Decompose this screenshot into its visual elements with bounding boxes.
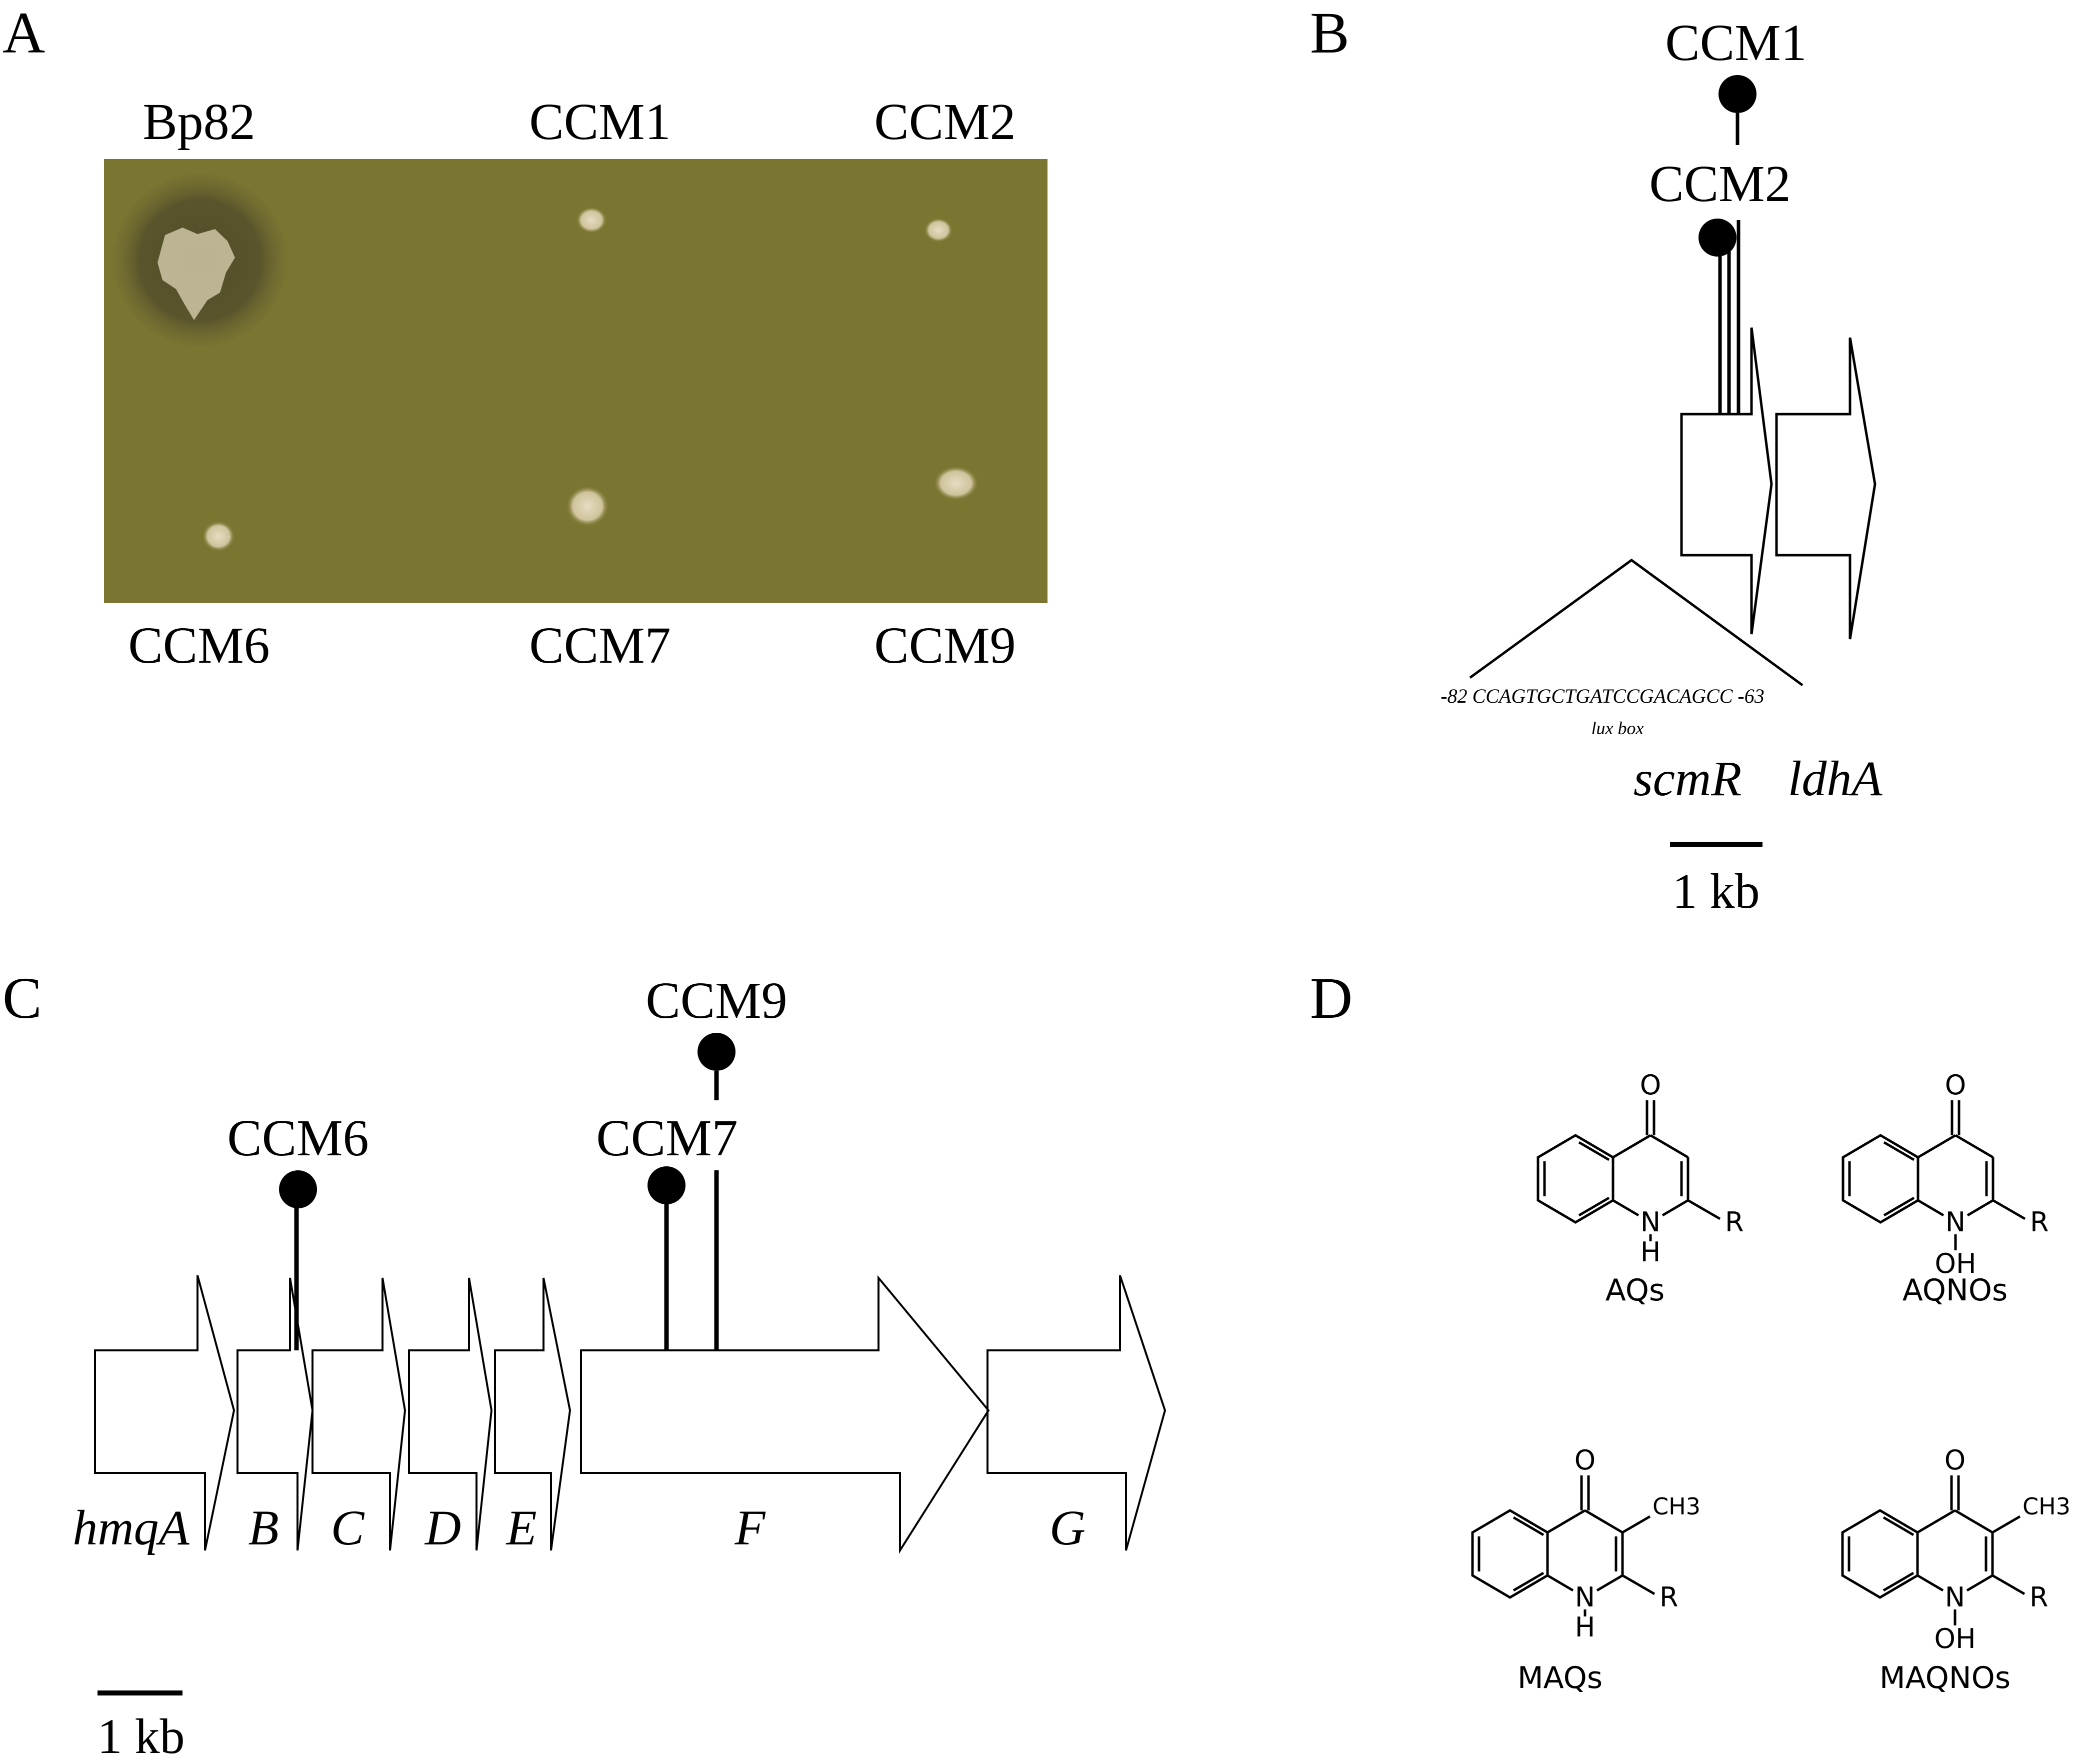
structure-label-aq: AQs (1606, 1273, 1664, 1308)
atom-ch3: CH3 (1652, 1493, 1700, 1520)
insertion-label-ccm9: CCM9 (646, 972, 787, 1029)
lux-box-label: lux box (1592, 718, 1644, 738)
atom-r: R (1725, 1206, 1744, 1238)
insertion-label-ccm7: CCM7 (596, 1109, 738, 1167)
atom-r: R (2030, 1206, 2049, 1238)
gene-label-hmqD: D (424, 1500, 461, 1555)
atom-n: N (1945, 1581, 1965, 1613)
structure-maqno: O CH3 N OH R MAQNOs (1842, 1444, 2070, 1695)
gene-label-scmR: scmR (1634, 751, 1742, 806)
gene-arrow-scmR (1682, 328, 1772, 634)
colony-ccm1 (576, 207, 606, 233)
atom-n: N (1575, 1581, 1595, 1613)
insertion-label-ccm2: CCM2 (1649, 155, 1790, 213)
gene-arrow-ldhA (1776, 338, 1875, 639)
colony-ccm6 (202, 521, 234, 551)
colony-ccm9 (934, 466, 978, 500)
panel-d-letter: D (1310, 965, 1352, 1031)
structure-label-maq: MAQs (1518, 1660, 1602, 1695)
strain-label-ccm9: CCM9 (874, 617, 1016, 674)
lux-box-sequence: -82 CCAGTGCTGATCCGACAGCC -63 (1440, 685, 1764, 707)
strain-label-ccm7: CCM7 (529, 617, 670, 674)
structure-maq: O CH3 N H R MAQs (1472, 1444, 1700, 1695)
gene-label-hmqA: hmqA (72, 1500, 190, 1555)
atom-o: O (1640, 1069, 1662, 1101)
benzene-ring (1538, 1135, 1613, 1222)
gene-label-hmqF: F (734, 1500, 766, 1555)
gene-label-ldhA: ldhA (1788, 751, 1883, 806)
atom-o: O (1945, 1069, 1966, 1101)
insertion-marker-ccm9 (698, 1033, 736, 1071)
atom-o: O (1574, 1444, 1596, 1476)
colony-ccm2 (924, 218, 952, 242)
colony-ccm7 (566, 486, 608, 526)
panel-b-letter: B (1310, 0, 1350, 66)
scale-label-b: 1 kb (1672, 863, 1760, 919)
scale-label-c: 1 kb (98, 1708, 185, 1762)
strain-label-ccm6: CCM6 (128, 617, 270, 674)
panel-d: D O N H R AQs (1310, 965, 2070, 1695)
structure-label-aqno: AQNOs (1902, 1273, 2008, 1308)
atom-n: N (1946, 1206, 1966, 1238)
strain-label-bp82: Bp82 (142, 93, 255, 151)
panel-a-letter: A (2, 0, 45, 66)
atom-n: N (1640, 1206, 1660, 1238)
structure-aqno: O N OH R AQNOs (1843, 1069, 2049, 1308)
benzene-ring (1472, 1510, 1548, 1597)
gene-label-hmqE: E (505, 1500, 536, 1555)
benzene-ring (1843, 1135, 1918, 1222)
panel-c: C CCM9 CCM6 CCM7 hmqA B C D E F G 1 kb (2, 965, 1165, 1762)
panel-b: B CCM1 CCM2 -82 CCAGTGCTGATCCGACAGCC -63… (1310, 0, 1882, 919)
strain-label-ccm1: CCM1 (529, 93, 670, 151)
panel-c-letter: C (2, 965, 42, 1031)
atom-r: R (2030, 1581, 2048, 1613)
strain-label-ccm2: CCM2 (874, 93, 1016, 151)
structure-label-maqno: MAQNOs (1880, 1660, 2010, 1695)
gene-label-hmqC: C (331, 1500, 365, 1555)
benzene-ring (1842, 1510, 1918, 1597)
structure-aq: O N H R AQs (1538, 1069, 1744, 1308)
atom-h: H (1640, 1236, 1661, 1268)
gene-label-hmqG: G (1050, 1500, 1086, 1555)
panel-a: A Bp82 CCM1 CCM2 (2, 0, 1048, 674)
insertion-label-ccm1: CCM1 (1665, 14, 1806, 72)
atom-oh: OH (1934, 1623, 1976, 1654)
gene-arrow-hmqF (581, 1278, 988, 1550)
insertion-marker-ccm1 (1718, 75, 1756, 113)
atom-ch3: CH3 (2022, 1493, 2070, 1520)
gene-label-hmqB: B (248, 1500, 278, 1555)
atom-r: R (1660, 1581, 1678, 1613)
atom-h: H (1575, 1611, 1596, 1643)
insertion-label-ccm6: CCM6 (227, 1109, 368, 1167)
atom-o: O (1944, 1444, 1966, 1476)
insertion-marker-ccm2 (1698, 219, 1736, 257)
agar-plate-photo (104, 159, 1048, 603)
